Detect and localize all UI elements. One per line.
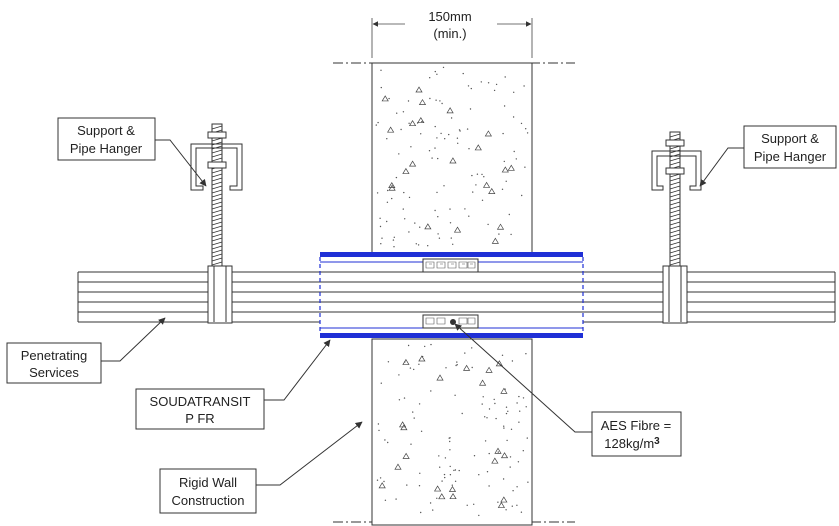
label-soudatransit-line1: SOUDATRANSIT: [150, 394, 251, 409]
aes-fibre-packing: [422, 258, 479, 329]
concrete-hatch-bottom: [376, 343, 529, 517]
concrete-hatch-top: [375, 66, 529, 248]
label-penetrating-line2: Services: [29, 365, 79, 380]
label-wall-line2: Construction: [172, 493, 245, 508]
label-rigid-wall: Rigid Wall Construction: [159, 468, 257, 514]
label-aes-superscript: 3: [654, 436, 660, 447]
label-support-right-line2: Pipe Hanger: [754, 149, 827, 164]
leader-lines: [101, 139, 744, 486]
label-soudatransit-line2: P FR: [185, 411, 214, 426]
penetrating-services-pipes: [77, 271, 836, 323]
label-support-left-line2: Pipe Hanger: [70, 141, 143, 156]
label-soudatransit: SOUDATRANSIT P FR: [135, 388, 265, 430]
label-penetrating-line1: Penetrating: [21, 348, 88, 363]
dimension-annotation: 150mm (min.): [371, 4, 533, 58]
label-penetrating-services: Penetrating Services: [6, 342, 102, 384]
label-aes-density: 128kg/m: [604, 436, 654, 451]
label-support-left: Support & Pipe Hanger: [57, 117, 156, 161]
label-support-right-line1: Support &: [761, 131, 819, 146]
label-aes-line2: 128kg/m3: [604, 436, 660, 451]
label-support-right: Support & Pipe Hanger: [743, 125, 837, 169]
label-support-left-line1: Support &: [77, 123, 135, 138]
pipe-hanger-left: [190, 123, 243, 324]
label-wall-line1: Rigid Wall: [179, 475, 237, 490]
dimension-note: (min.): [433, 26, 466, 41]
dimension-value: 150mm: [428, 9, 471, 24]
rigid-wall: [371, 62, 533, 526]
label-aes-fibre: AES Fibre = 128kg/m3: [591, 411, 682, 457]
label-aes-line1: AES Fibre =: [601, 418, 671, 433]
pipe-hanger-right: [651, 131, 702, 324]
